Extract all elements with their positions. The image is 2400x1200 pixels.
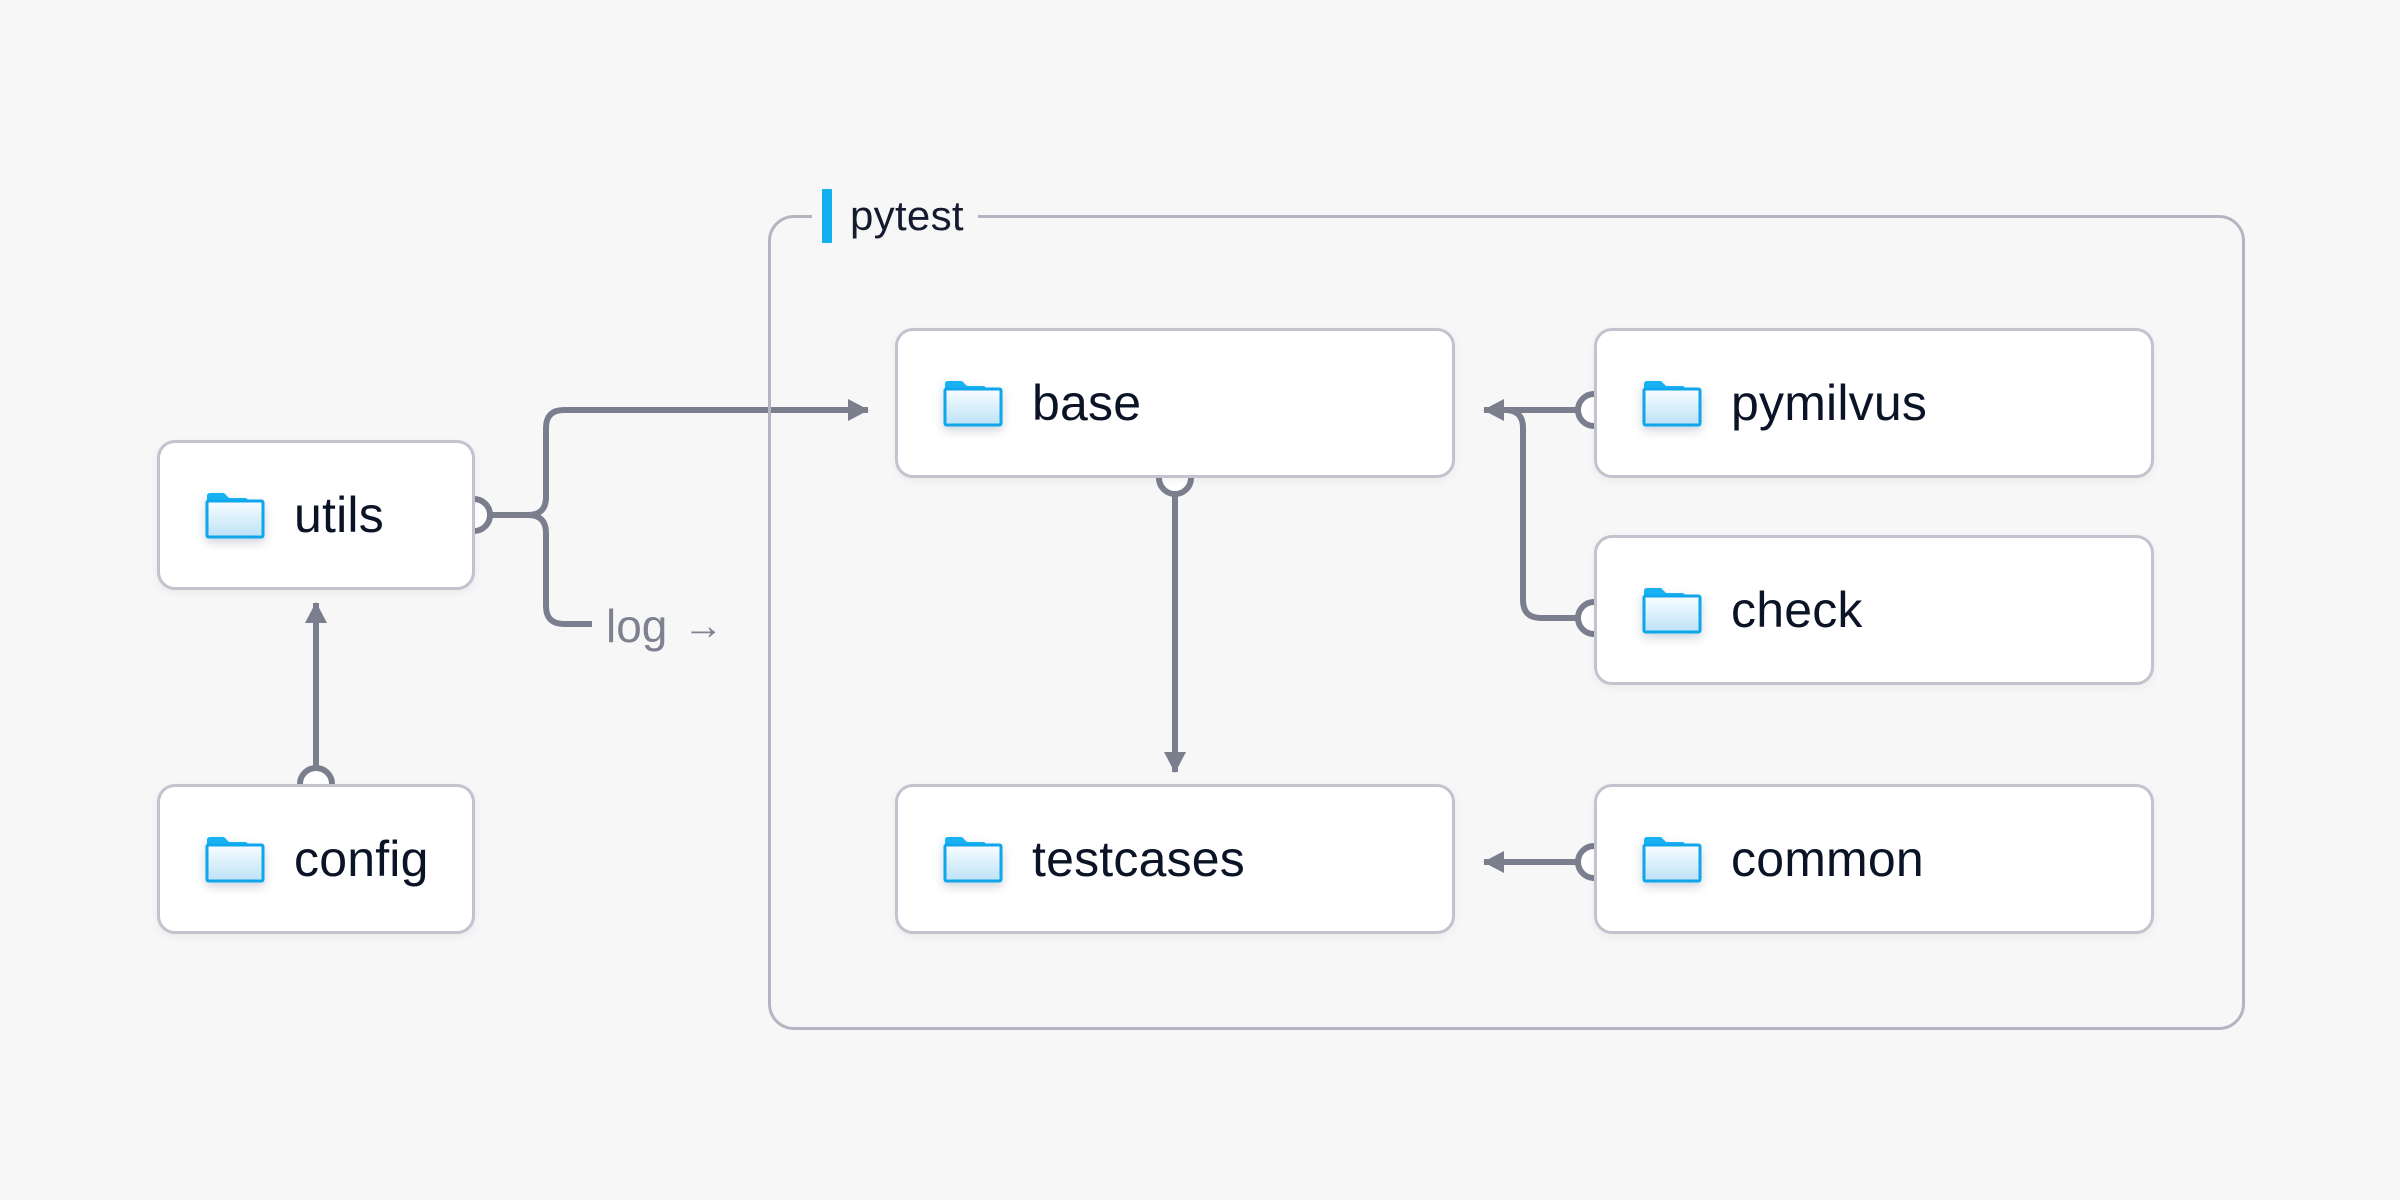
folder-icon [1641, 378, 1703, 428]
edge-label-log: log → [606, 603, 723, 649]
node-base[interactable]: base [895, 328, 1455, 478]
node-label: testcases [1032, 831, 1246, 887]
node-check[interactable]: check [1594, 535, 2154, 685]
folder-icon [1641, 585, 1703, 635]
edge-utils-to-log [527, 512, 592, 627]
node-label: config [294, 831, 429, 887]
folder-icon [204, 490, 266, 540]
edge-label-text: log [606, 600, 668, 652]
node-config[interactable]: config [157, 784, 475, 934]
node-testcases[interactable]: testcases [895, 784, 1455, 934]
folder-icon [204, 834, 266, 884]
arrow-right-icon: → [683, 604, 724, 648]
folder-icon [1641, 834, 1703, 884]
node-label: common [1731, 831, 1924, 887]
node-label: check [1731, 582, 1863, 638]
group-pytest[interactable] [768, 215, 2245, 1030]
group-accent-bar [822, 189, 832, 243]
folder-icon [942, 834, 1004, 884]
group-pytest-label: pytest [812, 186, 978, 246]
node-utils[interactable]: utils [157, 440, 475, 590]
node-label: pymilvus [1731, 375, 1928, 431]
node-label: utils [294, 487, 384, 543]
node-pymilvus[interactable]: pymilvus [1594, 328, 2154, 478]
group-title: pytest [850, 192, 964, 239]
folder-icon [942, 378, 1004, 428]
edge-config-to-utils [297, 602, 335, 803]
node-common[interactable]: common [1594, 784, 2154, 934]
node-label: base [1032, 375, 1142, 431]
